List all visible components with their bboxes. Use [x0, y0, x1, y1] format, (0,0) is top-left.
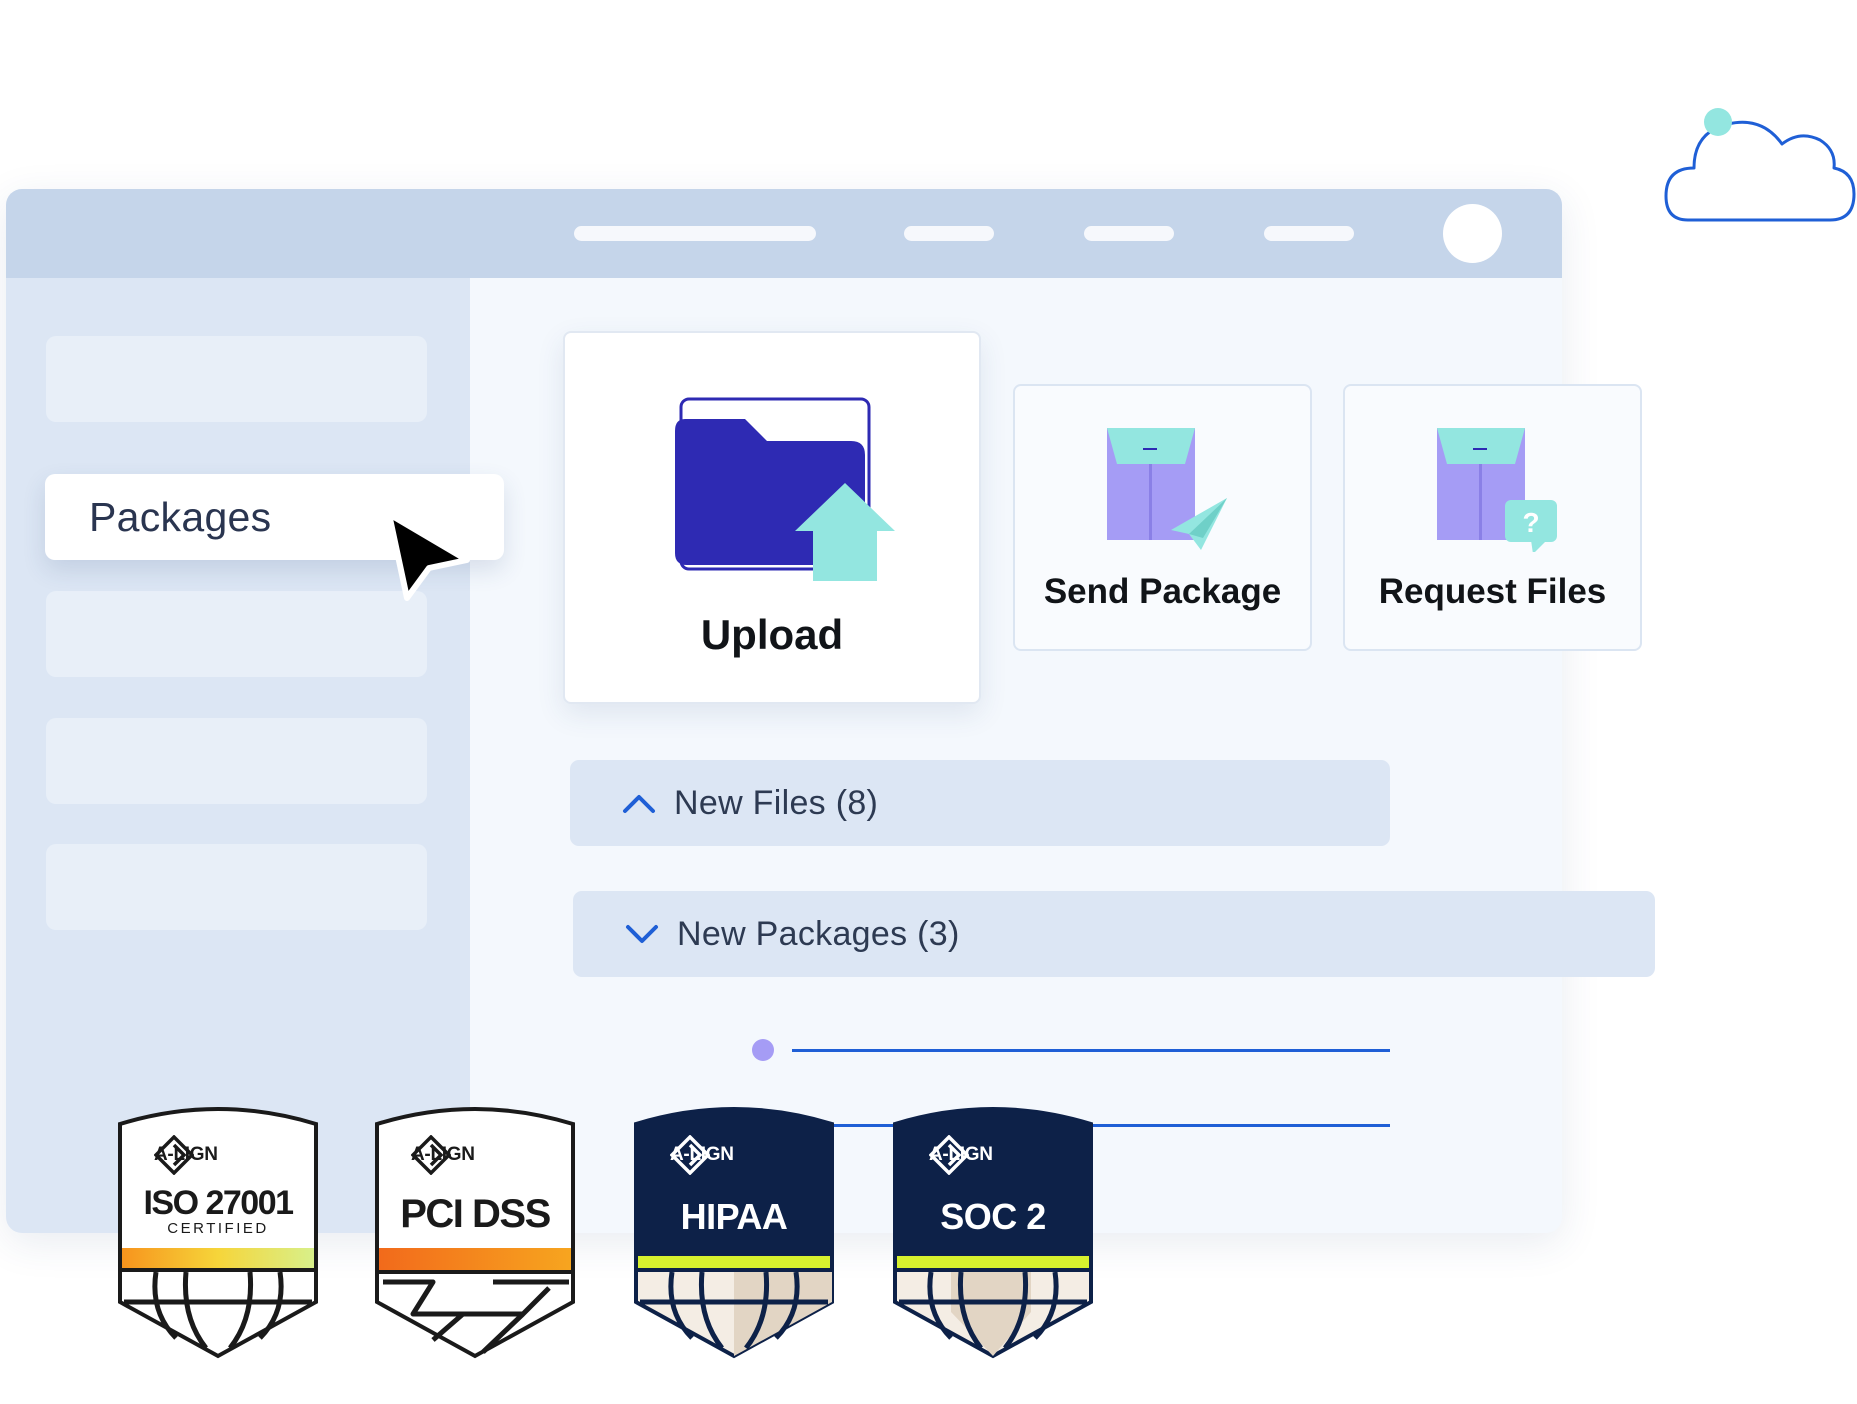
nav-placeholder-3[interactable]: [1084, 226, 1174, 241]
send-package-button[interactable]: Send Package: [1013, 384, 1312, 651]
nav-placeholder-4[interactable]: [1264, 226, 1354, 241]
badge-shield: [375, 1107, 575, 1359]
sidebar-item-5[interactable]: [46, 844, 427, 930]
nav-placeholder-2[interactable]: [904, 226, 994, 241]
new-files-label: New Files (8): [674, 783, 879, 822]
badge-brand: A-LIGN: [929, 1135, 1079, 1175]
title-bar: [6, 189, 1562, 278]
timeline-line-1: [792, 1049, 1390, 1052]
package-question-icon: ?: [1437, 428, 1557, 552]
badge-brand: A-LIGN: [670, 1135, 820, 1175]
sidebar: [6, 278, 470, 1233]
question-glyph: ?: [1522, 507, 1539, 538]
badge-pci-dss: A-LIGN PCI DSS: [373, 1102, 577, 1362]
badge-shield: [634, 1107, 834, 1359]
align-logo-icon: [411, 1135, 451, 1175]
upload-button[interactable]: Upload: [563, 331, 981, 704]
sidebar-item-3[interactable]: [46, 591, 427, 677]
sidebar-item-4[interactable]: [46, 718, 427, 804]
new-files-section[interactable]: New Files (8): [570, 760, 1390, 846]
package-paper-plane-icon: [1107, 428, 1227, 550]
nav-placeholder-1[interactable]: [574, 226, 816, 241]
badge-subtitle: CERTIFIED: [167, 1220, 269, 1237]
badge-shield: [118, 1107, 318, 1359]
new-packages-label: New Packages (3): [677, 914, 960, 953]
badge-title: ISO 27001: [143, 1184, 294, 1222]
new-packages-section[interactable]: New Packages (3): [573, 891, 1655, 977]
timeline-dot: [752, 1039, 774, 1061]
avatar[interactable]: [1443, 204, 1502, 263]
chevron-up-icon[interactable]: [622, 792, 656, 814]
request-files-label: Request Files: [1378, 572, 1607, 611]
badge-title: PCI DSS: [400, 1192, 551, 1236]
arrow-cursor-icon: [386, 511, 470, 601]
badge-brand: A-LIGN: [154, 1135, 304, 1175]
send-package-label: Send Package: [1043, 572, 1282, 611]
badge-soc-2: A-LIGN SOC 2: [891, 1102, 1095, 1362]
badge-title: HIPAA: [680, 1196, 788, 1237]
badge-title: SOC 2: [940, 1196, 1046, 1237]
chevron-down-icon[interactable]: [625, 923, 659, 945]
align-logo-icon: [154, 1135, 194, 1175]
badge-iso-27001: A-LIGN ISO 27001 CERTIFIED: [116, 1102, 320, 1362]
badge-hipaa: A-LIGN HIPAA: [632, 1102, 836, 1362]
badge-shield: [893, 1107, 1093, 1359]
cloud-icon: [1664, 108, 1856, 222]
folder-upload-icon: [675, 397, 895, 581]
align-logo-icon: [670, 1135, 710, 1175]
sidebar-item-1[interactable]: [46, 336, 427, 422]
sidebar-item-label: Packages: [89, 493, 272, 540]
request-files-button[interactable]: ? Request Files: [1343, 384, 1642, 651]
timeline-line-2: [830, 1124, 1390, 1127]
align-logo-icon: [929, 1135, 969, 1175]
upload-label: Upload: [700, 611, 844, 658]
badge-brand: A-LIGN: [411, 1135, 561, 1175]
